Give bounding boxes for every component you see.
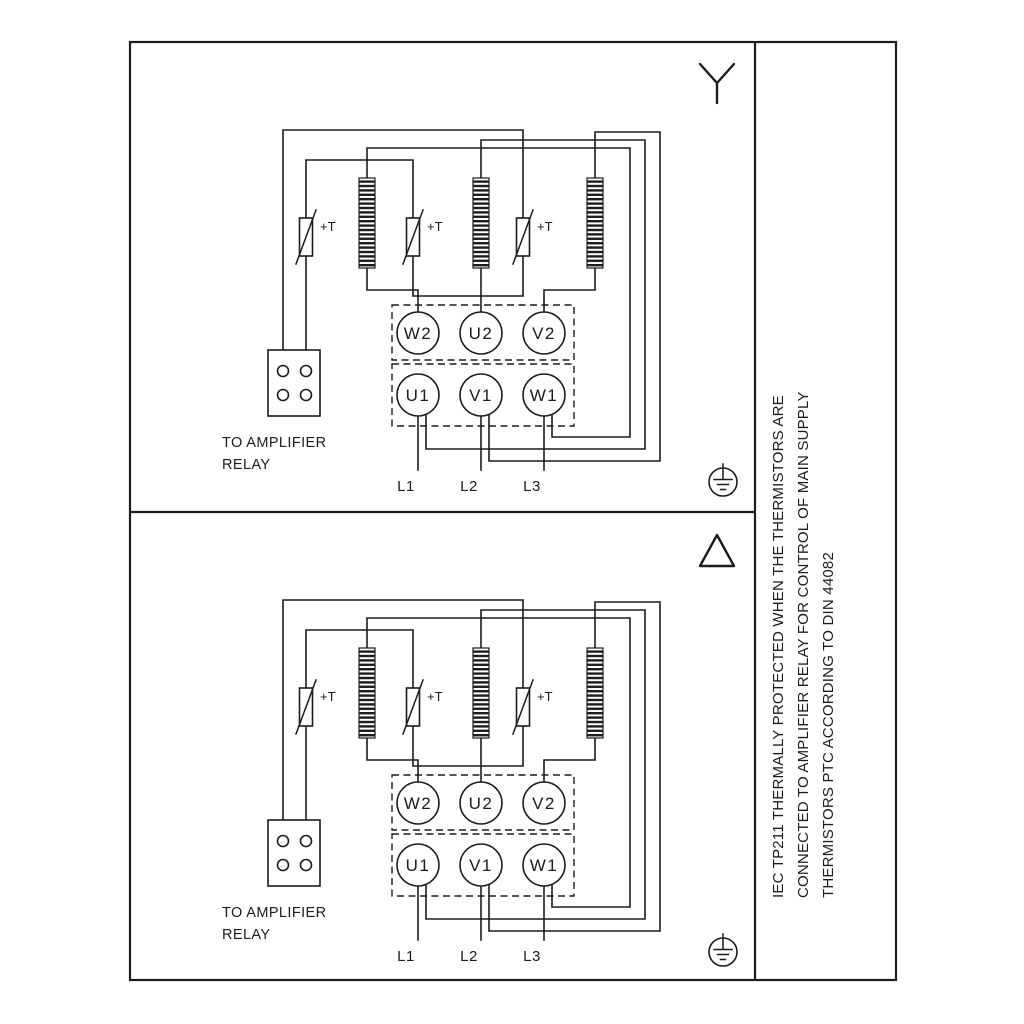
side-note: IEC TP211 THERMALLY PROTECTED WHEN THE T… — [770, 391, 837, 898]
delta-connection-icon — [698, 533, 736, 568]
side-note-line: CONNECTED TO AMPLIFIER RELAY FOR CONTROL… — [795, 391, 812, 898]
side-note-line: THERMISTORS PTC ACCORDING TO DIN 44082 — [820, 552, 837, 898]
side-note-line: IEC TP211 THERMALLY PROTECTED WHEN THE T… — [770, 395, 787, 898]
star-connection-icon — [698, 62, 736, 105]
